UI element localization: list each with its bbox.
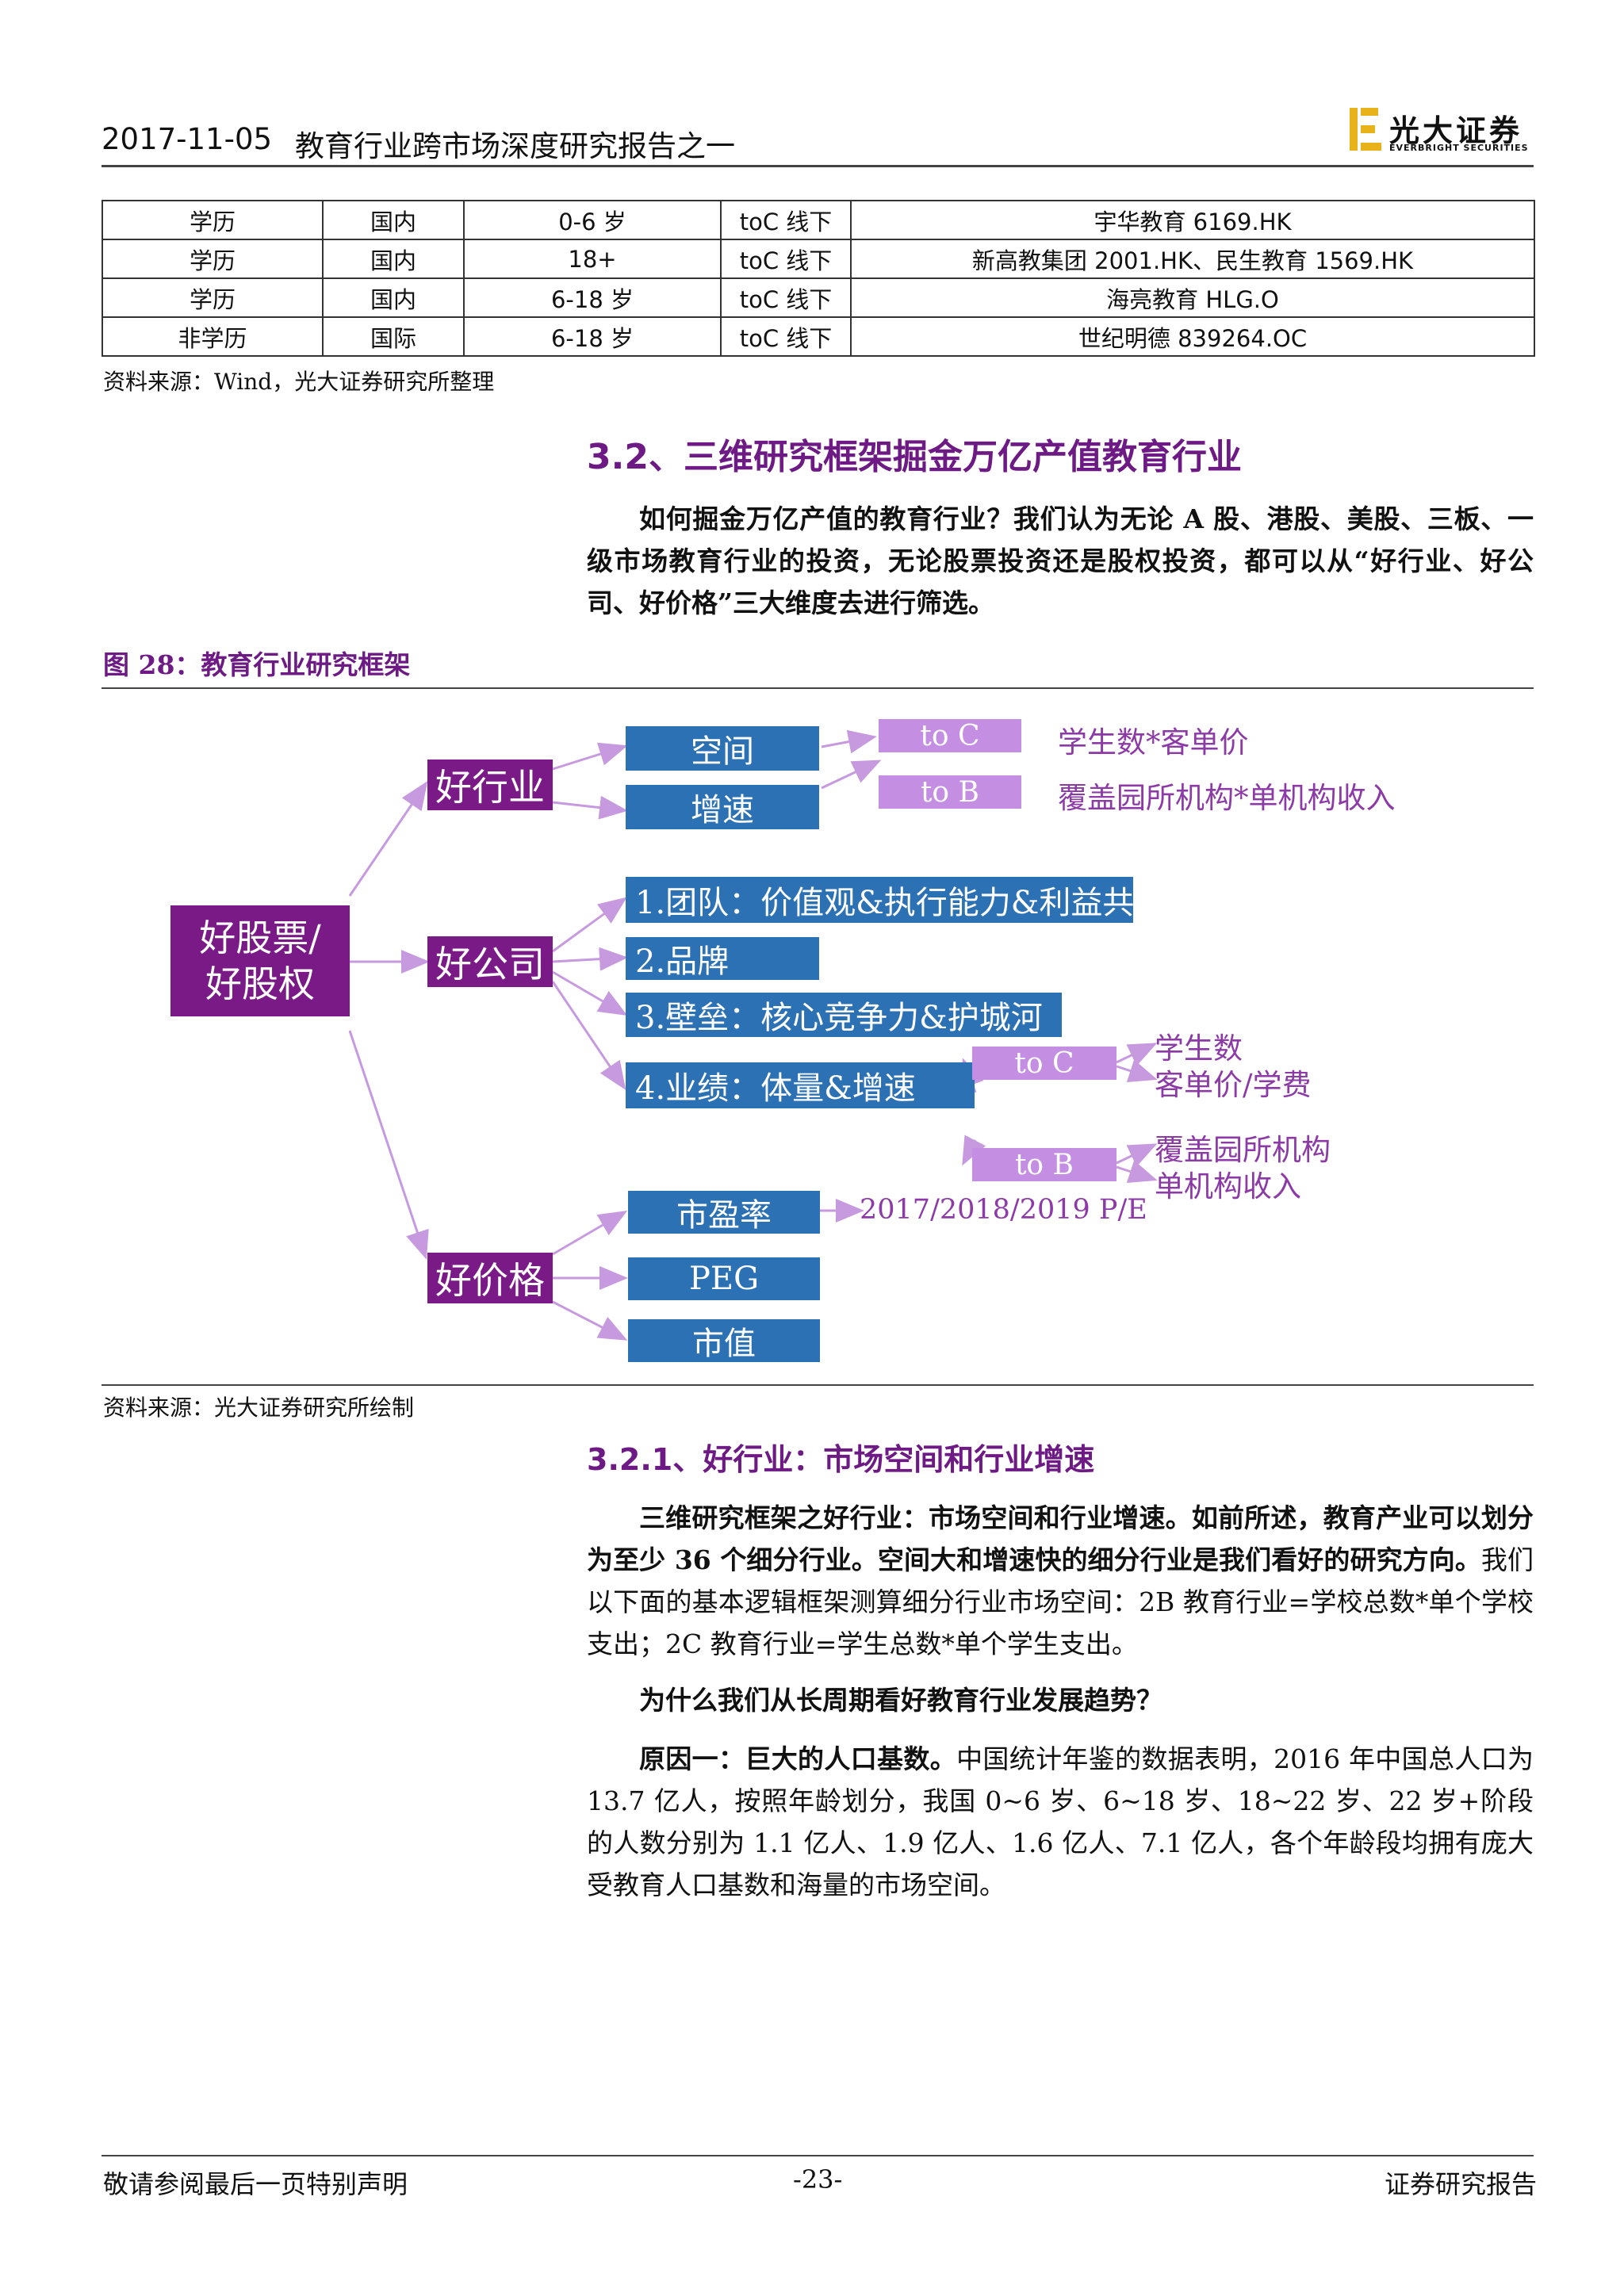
section-heading: 3.2、三维研究框架掘金万亿产值教育行业 xyxy=(587,437,1242,477)
table-row: 学历 国内 6-18 岁 toC 线下 海亮教育 HLG.O xyxy=(102,277,1535,318)
paragraph-reason-one: 原因一：巨大的人口基数。中国统计年鉴的数据表明，2016 年中国总人口为 13.… xyxy=(587,1738,1534,1906)
everbright-logo-icon xyxy=(1350,108,1381,151)
figure-source-note: 资料来源：光大证券研究所绘制 xyxy=(103,1395,415,1421)
node-pe-ratio: 市盈率 xyxy=(628,1191,820,1234)
logo-english-name: EVERBRIGHT SECURITIES xyxy=(1389,143,1529,153)
label-coverage: 覆盖园所机构 xyxy=(1155,1133,1331,1167)
table-cell: 18+ xyxy=(463,239,722,279)
header-divider xyxy=(102,165,1534,167)
subsection-heading: 3.2.1、好行业：市场空间和行业增速 xyxy=(587,1442,1095,1477)
table-cell: 国内 xyxy=(322,239,465,279)
label-students: 学生数 xyxy=(1155,1031,1243,1066)
table-cell: 世纪明德 839264.OC xyxy=(850,316,1535,357)
table-cell: 海亮教育 HLG.O xyxy=(850,277,1535,318)
table-cell: 国内 xyxy=(322,277,465,318)
table-cell: toC 线下 xyxy=(720,316,852,357)
table-cell: 宇华教育 6169.HK xyxy=(850,200,1535,240)
footer-divider xyxy=(102,2155,1534,2156)
table-cell: toC 线下 xyxy=(720,239,852,279)
node-to-c: to C xyxy=(879,719,1021,752)
table-cell: toC 线下 xyxy=(720,277,852,318)
paragraph-bold-lead: 三维研究框架之好行业：市场空间和行业增速。如前所述，教育产业可以划分为至少 36… xyxy=(587,1502,1534,1575)
table-cell: 非学历 xyxy=(102,316,324,357)
node-performance: 4.业绩：体量&增速 xyxy=(626,1062,975,1108)
node-team: 1.团队：价值观&执行能力&利益共绑 xyxy=(626,877,1166,923)
table-source-note: 资料来源：Wind，光大证券研究所整理 xyxy=(103,369,495,395)
table-cell: 学历 xyxy=(102,239,324,279)
research-framework-diagram: 好股票/ 好股权 好行业 好公司 好价格 空间 增速 to C to B 学生数… xyxy=(102,690,1534,1384)
reason-bold-lead: 原因一：巨大的人口基数。 xyxy=(639,1743,957,1774)
section-intro: 如何掘金万亿产值的教育行业？我们认为无论 A 股、港股、美股、三板、一级市场教育… xyxy=(587,498,1534,624)
root-good-stock-equity: 好股票/ 好股权 xyxy=(170,905,350,1016)
table-cell: toC 线下 xyxy=(720,200,852,240)
label-pe-years: 2017/2018/2019 P/E xyxy=(860,1194,1147,1226)
table-cell: 0-6 岁 xyxy=(463,200,722,240)
table-cell: 新高教集团 2001.HK、民生教育 1569.HK xyxy=(850,239,1535,279)
figure-bottom-divider xyxy=(102,1384,1534,1386)
footer-report-type: 证券研究报告 xyxy=(1385,2169,1538,2199)
node-growth: 增速 xyxy=(626,785,819,829)
node-good-company: 好公司 xyxy=(427,936,553,987)
logo-chinese-name: 光大证券 xyxy=(1389,113,1523,148)
footer-disclaimer: 敬请参阅最后一页特别声明 xyxy=(103,2169,408,2199)
node-brand: 2.品牌 xyxy=(626,937,819,980)
node-good-price: 好价格 xyxy=(427,1253,553,1303)
node-good-industry: 好行业 xyxy=(427,760,553,810)
table-row: 学历 国内 18+ toC 线下 新高教集团 2001.HK、民生教育 1569… xyxy=(102,239,1535,279)
label-unit-income: 单机构收入 xyxy=(1155,1169,1301,1203)
root-line-1: 好股票/ xyxy=(199,916,321,959)
paragraph-good-industry: 三维研究框架之好行业：市场空间和行业增速。如前所述，教育产业可以划分为至少 36… xyxy=(587,1497,1534,1665)
table-row: 非学历 国际 6-18 岁 toC 线下 世纪明德 839264.OC xyxy=(102,316,1535,357)
node-barrier: 3.壁垒：核心竞争力&护城河 xyxy=(626,993,1062,1037)
reason-body: 中国统计年鉴的数据表明，2016 年中国总人口为 13.7 亿人，按照年龄划分，… xyxy=(587,1743,1534,1900)
node-peg: PEG xyxy=(628,1257,820,1300)
node-perf-to-c: to C xyxy=(972,1047,1116,1080)
node-perf-to-b: to B xyxy=(972,1148,1116,1181)
table-cell: 学历 xyxy=(102,200,324,240)
table-row: 学历 国内 0-6 岁 toC 线下 宇华教育 6169.HK xyxy=(102,200,1535,240)
page-number: -23- xyxy=(793,2164,843,2195)
report-series-title: 教育行业跨市场深度研究报告之一 xyxy=(295,129,735,163)
report-date: 2017-11-05 xyxy=(102,122,273,156)
label-coverage-x-income: 覆盖园所机构*单机构收入 xyxy=(1058,781,1396,815)
label-students-x-price: 学生数*客单价 xyxy=(1058,725,1249,760)
table-cell: 6-18 岁 xyxy=(463,316,722,357)
root-line-2: 好股权 xyxy=(205,962,315,1005)
node-market-cap: 市值 xyxy=(628,1319,820,1362)
figure-top-divider xyxy=(102,687,1534,689)
node-space: 空间 xyxy=(626,726,819,771)
table-cell: 学历 xyxy=(102,277,324,318)
question-text: 为什么我们从长周期看好教育行业发展趋势？ xyxy=(639,1685,1162,1716)
table-cell: 6-18 岁 xyxy=(463,277,722,318)
node-to-b: to B xyxy=(879,775,1021,809)
label-unit-price: 客单价/学费 xyxy=(1155,1068,1312,1102)
intro-text: 如何掘金万亿产值的教育行业？我们认为无论 A 股、港股、美股、三板、一级市场教育… xyxy=(587,503,1534,618)
company-table: 学历 国内 0-6 岁 toC 线下 宇华教育 6169.HK 学历 国内 18… xyxy=(102,200,1535,357)
table-cell: 国际 xyxy=(322,316,465,357)
table-cell: 国内 xyxy=(322,200,465,240)
paragraph-body: 我们以下面的基本逻辑框架测算细分行业市场空间：2B 教育行业=学校总数*单个学校… xyxy=(587,1544,1534,1659)
paragraph-question: 为什么我们从长周期看好教育行业发展趋势？ xyxy=(587,1679,1534,1721)
figure-title: 图 28：教育行业研究框架 xyxy=(103,649,411,680)
